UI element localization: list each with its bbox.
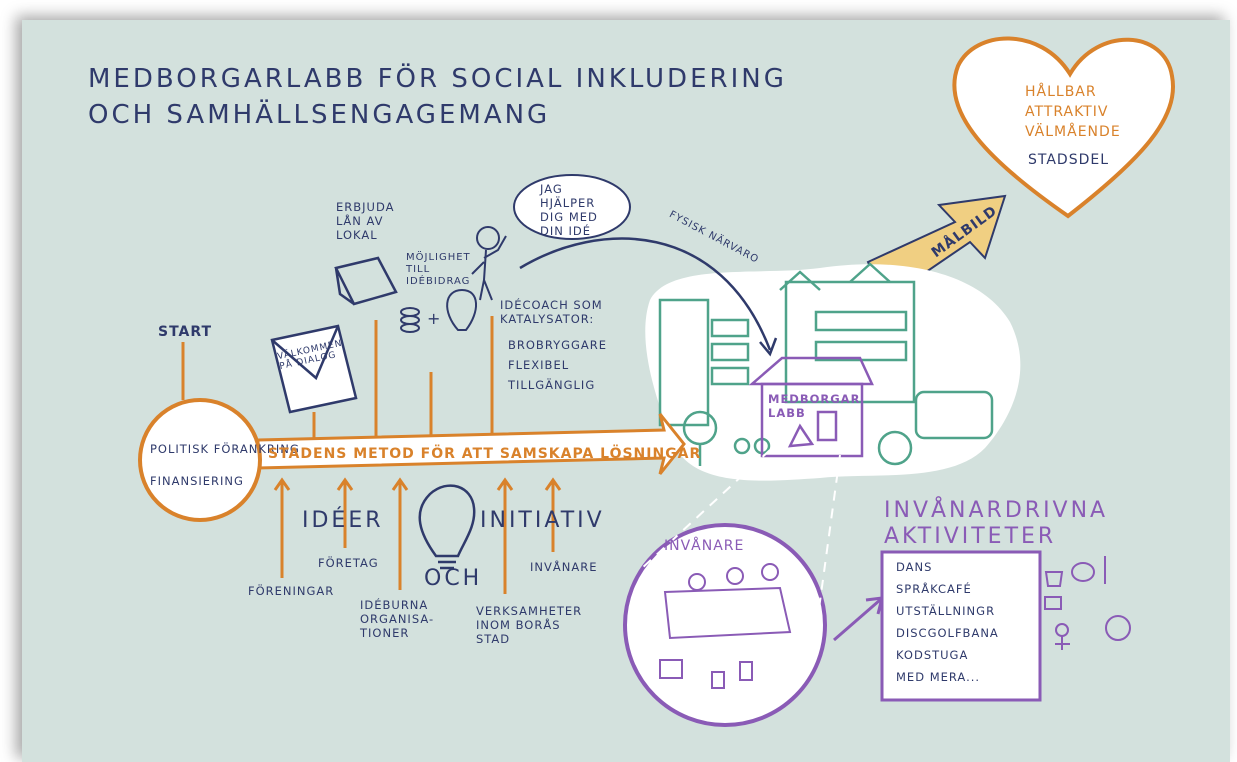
activity-item: Dans xyxy=(896,560,933,574)
activity-item: Språkcafé xyxy=(896,582,972,596)
speech-bubble xyxy=(513,174,631,240)
heart-item: Hållbar xyxy=(1025,84,1097,100)
box-icon xyxy=(334,256,398,306)
activities-arrow xyxy=(833,598,881,642)
start-label: Start xyxy=(158,324,213,340)
heart-shape xyxy=(952,36,1175,219)
heart-footer: Stadsdel xyxy=(1028,152,1110,168)
activity-item: Discgolfbana xyxy=(896,626,999,640)
coach-person xyxy=(471,226,507,301)
coach-item: Flexibel xyxy=(508,358,570,372)
method-arrow-label: Stadens metod för att samskapa lösningar xyxy=(268,446,702,462)
activity-icons xyxy=(1044,556,1131,650)
dashed-connectors xyxy=(639,449,841,661)
city-blob xyxy=(645,264,1021,481)
idea-bulb-icon xyxy=(418,484,476,570)
start-item: Finansiering xyxy=(150,474,244,488)
source-invanare: Invånare xyxy=(530,560,598,574)
page-title-line2: och samhällsengagemang xyxy=(88,100,551,130)
och-label: och xyxy=(424,566,483,591)
activities-title-line2: aktiviteter xyxy=(884,524,1057,549)
heart-item: Attraktiv xyxy=(1025,104,1109,120)
invanare-scene xyxy=(659,563,792,689)
start-item: Politisk förankring xyxy=(150,442,300,456)
coach-item: Tillgänglig xyxy=(508,378,596,392)
activities-title-line1: Invånardrivna xyxy=(884,498,1109,523)
lan-label: Erbjuda lån av lokal xyxy=(336,200,395,242)
invanare-circle xyxy=(623,523,827,727)
medborgarlabb-building xyxy=(748,356,874,458)
bidrag-label: Möjlighet till idébidrag xyxy=(406,252,471,287)
activity-item: Med mera... xyxy=(896,670,981,684)
medborgarlabb-label: Medborgar labb xyxy=(768,392,861,420)
coach-item: Brobryggare xyxy=(508,338,608,352)
city-buildings xyxy=(658,262,994,466)
heart-item: Välmående xyxy=(1025,124,1121,140)
input-lines xyxy=(181,316,494,446)
initiativ-label: Initiativ xyxy=(480,508,605,533)
source-verksamheter: Verksamheter inom Borås Stad xyxy=(476,604,583,646)
activity-item: Utställningr xyxy=(896,604,996,618)
presence-arrow xyxy=(519,237,772,351)
source-foreningar: Föreningar xyxy=(248,584,335,598)
coach-title: Idécoach som katalysator: xyxy=(500,298,603,326)
coins-bulb-icon: + xyxy=(400,288,477,333)
start-circle xyxy=(138,398,262,522)
invanare-circle-label: Invånare xyxy=(664,538,745,554)
svg-text:+: + xyxy=(427,309,440,328)
page-title-line1: Medborgarlabb för social inkludering xyxy=(88,64,787,94)
source-foretag: Företag xyxy=(318,556,379,570)
source-ideburna: Idéburna organisa- tioner xyxy=(360,598,435,640)
speech-text: Jag hjälper dig med din idé xyxy=(540,182,598,238)
activities-box xyxy=(880,550,1042,702)
source-arrows xyxy=(273,477,562,594)
ideer-label: Idéer xyxy=(302,508,384,533)
envelope-icon xyxy=(270,324,358,414)
activity-item: Kodstuga xyxy=(896,648,969,662)
main-method-arrow xyxy=(256,413,686,475)
